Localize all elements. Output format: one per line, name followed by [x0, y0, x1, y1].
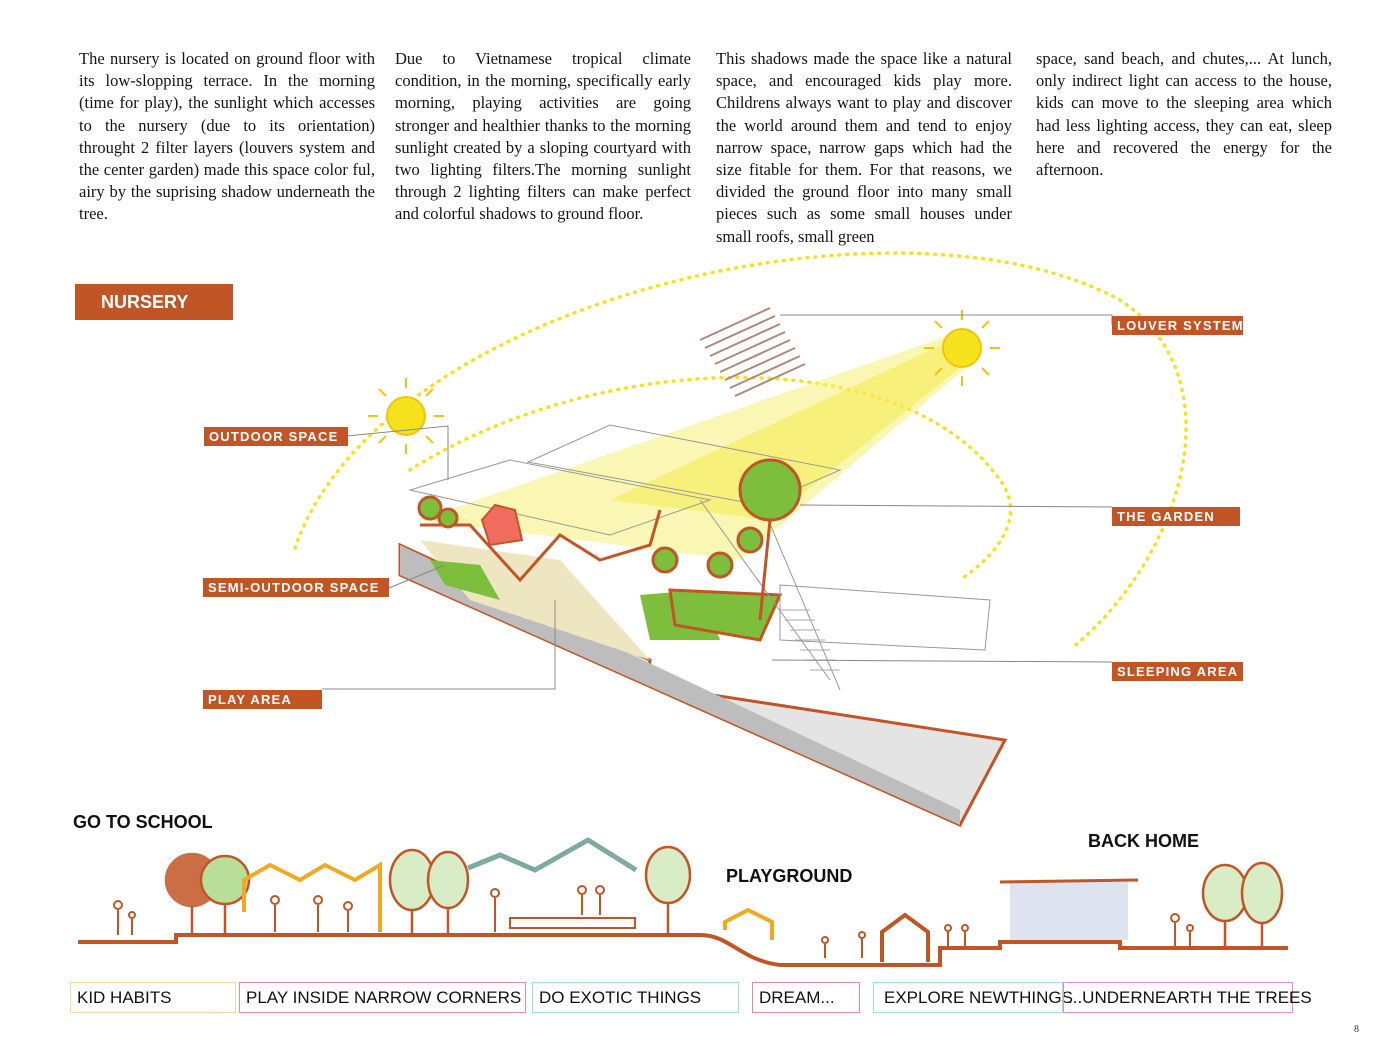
- light-beam: [420, 335, 975, 560]
- roof-line: [420, 509, 662, 583]
- people-figures: [113, 885, 1194, 958]
- sun-path-inner: [408, 375, 1013, 582]
- label-semi-outdoor-space: SEMI-OUTDOOR SPACE: [203, 578, 389, 597]
- label-sleeping-area: SLEEPING AREA: [1112, 662, 1243, 681]
- small-house: [480, 503, 524, 547]
- teal-roof: [467, 837, 638, 873]
- activity-under-trees: ...UNDERNEARTH THE TREES: [1063, 982, 1312, 1013]
- sun-right-icon: [924, 310, 1000, 386]
- activity-narrow-corners: PLAY INSIDE NARROW CORNERS: [239, 982, 526, 1013]
- timeline-ground: [78, 933, 1288, 967]
- paragraph-4: space, sand beach, and chutes,... At lun…: [1036, 49, 1332, 180]
- orange-roof: [242, 861, 382, 932]
- heading-back-home: BACK HOME: [1088, 831, 1199, 851]
- paragraph-2: Due to Vietnamese tropical climate condi…: [395, 49, 691, 224]
- light-beam-core: [610, 340, 972, 520]
- green-patch-1: [430, 560, 500, 600]
- paragraph-1: The nursery is located on ground floor w…: [79, 49, 375, 224]
- section-title: NURSERY: [75, 284, 233, 320]
- activity-dream: DREAM...: [752, 982, 860, 1013]
- louver-system: [699, 307, 806, 397]
- playground-hut: [723, 907, 774, 940]
- label-the-garden: THE GARDEN: [1112, 507, 1240, 526]
- label-louver-system: LOUVER SYSTEM: [1112, 316, 1243, 335]
- label-play-area: PLAY AREA: [203, 690, 322, 709]
- heading-go-to-school: GO TO SCHOOL: [73, 812, 213, 832]
- paragraph-3: This shadows made the space like a natur…: [716, 49, 1012, 246]
- activity-exotic-things: DO EXOTIC THINGS: [532, 982, 739, 1013]
- activity-explore: EXPLORE NEWTHINGS: [873, 982, 1073, 1013]
- page-number: 8: [1354, 1024, 1359, 1035]
- heading-playground: PLAYGROUND: [726, 866, 853, 886]
- activity-kid-habits: KID HABITS: [70, 982, 236, 1013]
- timeline-trees: [164, 845, 1284, 948]
- sun-left-icon: [368, 378, 444, 454]
- small-cabin: [880, 912, 930, 962]
- label-outdoor-space: OUTDOOR SPACE: [204, 427, 348, 446]
- green-patch-3: [668, 588, 783, 642]
- trees: [417, 458, 802, 621]
- back-home-shelter: [1010, 882, 1128, 940]
